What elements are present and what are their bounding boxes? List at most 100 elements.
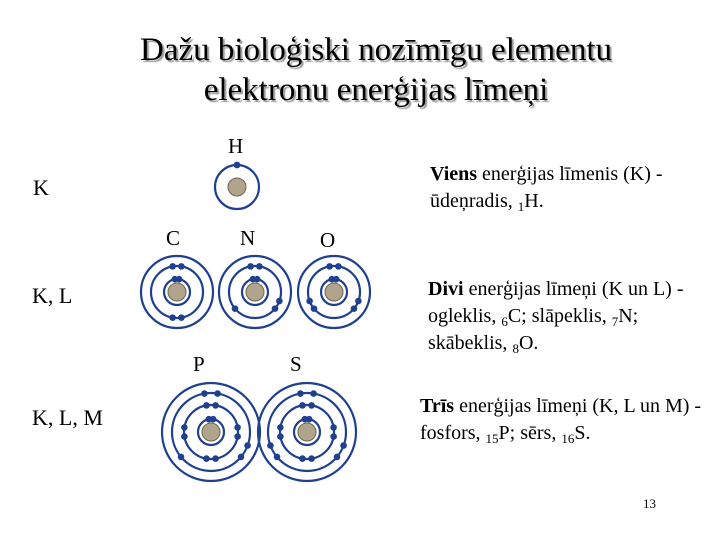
electron (330, 424, 337, 431)
desc-three-sym-1: P; sērs, (498, 422, 557, 444)
electron (355, 297, 362, 305)
electron (201, 390, 208, 397)
electron (308, 402, 315, 409)
electron (247, 263, 254, 270)
element-label-s: S (290, 352, 302, 376)
atom-sulfur (256, 381, 358, 483)
atom-carbon (139, 254, 215, 330)
electron (203, 455, 210, 462)
orbit (160, 381, 262, 483)
page-number: 13 (643, 496, 656, 511)
electron (267, 442, 274, 449)
electron (310, 390, 317, 397)
electron (244, 442, 251, 449)
description-two-levels: Divi enerģijas līmeņi (K un L) - oglekli… (428, 276, 708, 357)
electron (305, 415, 313, 423)
electron (335, 263, 342, 270)
desc-one-sub-1: 1 (517, 199, 525, 214)
orbit (266, 391, 348, 473)
desc-three-text: enerģijas līmeņi (K, L un M) - fosfors, (420, 395, 702, 444)
electron (212, 455, 219, 462)
electron (271, 305, 279, 312)
desc-two-bold: Divi (428, 278, 464, 300)
electron (181, 433, 188, 440)
desc-two-sub-3: 8 (512, 341, 519, 356)
row-label-klm: K, L, M (32, 405, 103, 430)
slide-title: Dažu bioloģiski nozīmīgu elementu elektr… (0, 30, 720, 110)
electron (330, 433, 337, 440)
electron (256, 263, 263, 270)
atom-phosphorus (160, 381, 262, 483)
desc-two-sub-2: 7 (611, 314, 619, 329)
electron (214, 390, 221, 397)
nucleus (201, 422, 221, 442)
desc-three-sub-1: 15 (485, 431, 499, 446)
desc-two-sub-1: 6 (501, 314, 508, 329)
orbit (217, 254, 293, 330)
electron (237, 453, 245, 461)
description-three-levels: Trīs enerģijas līmeņi (K, L un M) - fosf… (420, 393, 715, 447)
orbit (278, 403, 336, 461)
electron (276, 297, 283, 305)
orbit (306, 264, 362, 320)
electron (333, 453, 341, 461)
orbit (149, 264, 205, 320)
nucleus (167, 282, 187, 302)
electron (332, 275, 340, 283)
electron (277, 424, 284, 431)
row-label-k: K (33, 175, 49, 200)
electron (169, 314, 176, 321)
electron (234, 433, 241, 440)
desc-three-sub-2: 16 (561, 431, 575, 446)
electron (181, 424, 188, 431)
title-line-2: elektronu enerģijas līmeņi (203, 72, 549, 108)
electron (212, 402, 219, 409)
orbit (296, 254, 372, 330)
atom-oxygen (296, 254, 372, 330)
description-one-level: Viens enerģijas līmenis (K) - ūdeņradis,… (430, 161, 705, 215)
electron (326, 263, 333, 270)
electron (253, 275, 261, 283)
nucleus (324, 282, 344, 302)
electron (169, 263, 176, 270)
element-label-c: C (166, 226, 181, 250)
desc-three-bold: Trīs (420, 395, 455, 417)
element-label-h: H (228, 134, 244, 158)
nucleus (227, 177, 247, 197)
electron (310, 305, 318, 312)
nucleus (297, 422, 317, 442)
atom-hydrogen (213, 161, 261, 211)
desc-three-sym-2: S. (574, 422, 591, 444)
electron (209, 415, 217, 423)
electron (350, 305, 358, 312)
electron (234, 424, 241, 431)
electron (340, 442, 347, 449)
electron (297, 390, 304, 397)
element-label-p: P (193, 352, 205, 376)
electron (308, 455, 315, 462)
desc-two-sym-3: O. (518, 332, 539, 354)
element-label-n: N (240, 226, 256, 250)
desc-two-text: enerģijas līmeņi (K un L) - ogleklis, (428, 278, 684, 327)
electron (299, 402, 306, 409)
desc-two-sym-1: C; slāpeklis, (507, 305, 607, 327)
electron (299, 455, 306, 462)
title-line-1: Dažu bioloģiski nozīmīgu elementu (140, 32, 612, 68)
electron (306, 297, 313, 305)
desc-two-sym-2: N; skābeklis, (428, 305, 639, 354)
atom-nitrogen (217, 254, 293, 330)
element-label-o: O (320, 228, 336, 252)
electron (277, 433, 284, 440)
orbit (256, 381, 358, 483)
orbit (170, 391, 252, 473)
electron (177, 453, 185, 461)
desc-one-bold: Viens (430, 163, 478, 185)
desc-one-sym-1: H. (524, 190, 544, 212)
electron (231, 305, 239, 312)
orbit (227, 264, 283, 320)
electron (175, 275, 183, 283)
electron (178, 314, 185, 321)
electron (233, 161, 241, 169)
row-label-kl: K, L (32, 283, 73, 308)
